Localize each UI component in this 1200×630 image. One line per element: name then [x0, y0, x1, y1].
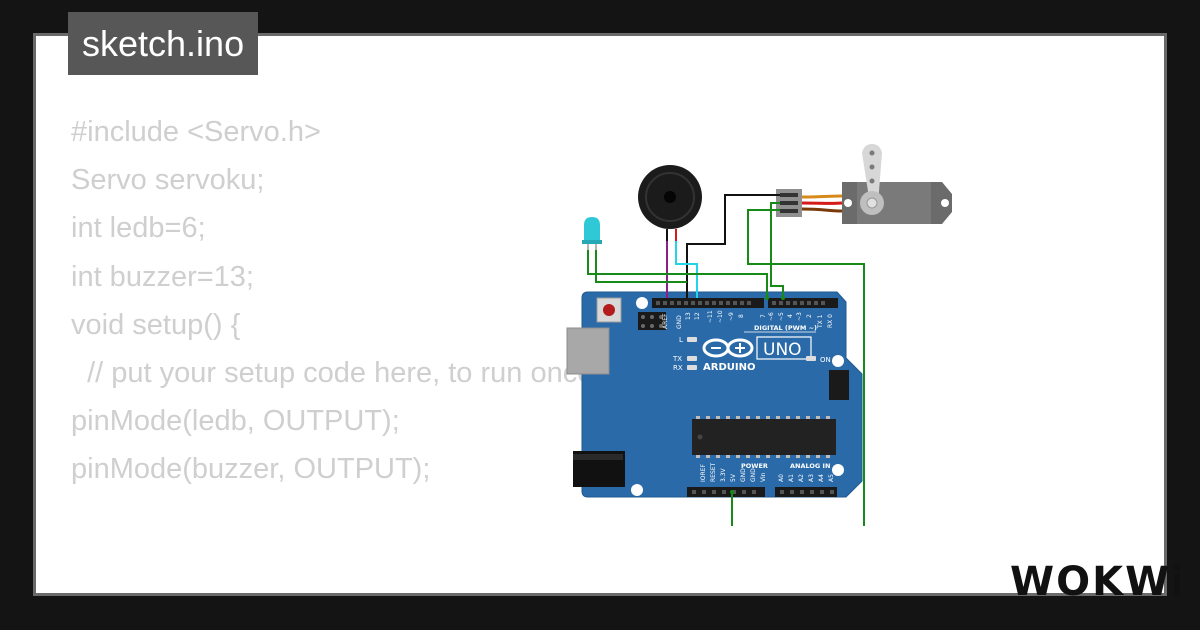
pin-label: 2: [806, 314, 813, 318]
mount-hole: [636, 297, 648, 309]
code-line: Servo servoku;: [71, 164, 265, 197]
led-tx: [687, 356, 697, 361]
pin-label: RESET: [710, 462, 717, 482]
led-l-label: L: [679, 336, 683, 344]
code-line: int ledb=6;: [71, 212, 206, 245]
pin-label: GND: [676, 315, 683, 329]
rx-label: RX: [673, 364, 683, 372]
led-l: [687, 337, 697, 342]
wire-black: [686, 194, 780, 298]
pin-label: ~5: [778, 312, 785, 321]
pin-label: A3: [808, 474, 815, 482]
code-line: // put your setup code here, to run once…: [71, 357, 602, 390]
icsp-header-right: [829, 370, 849, 400]
icsp-header-top: [638, 312, 666, 330]
pin-label: IOREF: [700, 464, 707, 482]
pin-label: ~9: [728, 312, 735, 321]
pin-label: 5V: [730, 473, 737, 482]
pin-label: A1: [788, 474, 795, 482]
pin-label: A0: [778, 474, 785, 482]
file-tab[interactable]: sketch.ino: [68, 12, 259, 75]
preview-card: #include <Servo.h> Servo servoku; int ledb…: [33, 33, 1167, 596]
pin-label: A5: [828, 474, 835, 482]
pin-label: 8: [738, 314, 745, 318]
arduino-logo-icon: [702, 338, 754, 358]
pin-label: A2: [798, 474, 805, 482]
pin-label: A4: [818, 474, 825, 482]
code-line: #include <Servo.h>: [71, 116, 321, 148]
code-line: pinMode(buzzer, OUTPUT);: [71, 453, 431, 486]
circuit-diagram: AREF GND 13 12 ~11 ~10 ~9 8 7 ~6 ~5 4 ~3…: [566, 144, 952, 526]
pin-label: 7: [760, 314, 767, 318]
digital-header-label: DIGITAL (PWM ~): [754, 324, 817, 332]
code-line: pinMode(ledb, OUTPUT);: [71, 405, 400, 438]
pin-label: ~10: [717, 310, 724, 323]
wokwi-logo-text: WOKWi: [1010, 559, 1180, 605]
servo-motor[interactable]: [842, 144, 952, 224]
tx-label: TX: [672, 355, 682, 363]
pin-label: ~3: [796, 312, 803, 321]
pin-label: 4: [787, 314, 794, 318]
wire-green-led2: [595, 250, 687, 283]
led-cyan[interactable]: [582, 217, 602, 244]
wires: [587, 194, 865, 526]
pin-label: AREF: [662, 313, 669, 329]
uno-badge: [756, 336, 812, 360]
pin-label: 13: [685, 312, 692, 320]
code-editor: #include <Servo.h> Servo servoku; int ledb…: [71, 108, 601, 494]
usb-connector: [566, 327, 610, 375]
on-label: ON: [820, 356, 831, 364]
wokwi-logo: WOKWi: [1010, 559, 1180, 605]
pin-label: GND: [740, 468, 747, 482]
pin-label: TX 1: [817, 314, 824, 329]
wire-green-servo-vcc: [731, 209, 865, 526]
pin-label: ~11: [707, 310, 714, 323]
mount-hole: [832, 355, 844, 367]
pin-label: RX 0: [827, 314, 834, 328]
pin-label: 3.3V: [720, 467, 727, 482]
pin-label: GND: [750, 468, 757, 482]
digital-pins: [656, 301, 825, 305]
led-rx: [687, 365, 697, 370]
atmega-chip: [692, 419, 836, 455]
wire-cyan: [675, 241, 698, 298]
mount-hole: [832, 464, 844, 476]
wire-green-servo-signal: [770, 202, 784, 298]
servo-cable: [801, 194, 843, 199]
pin-label: Vin: [760, 472, 767, 482]
uno-label: UNO: [763, 340, 802, 360]
analog-label: ANALOG IN: [790, 462, 830, 470]
code-line: int buzzer=13;: [71, 260, 254, 293]
wire-green-led: [587, 250, 768, 298]
arduino-brand: ARDUINO: [703, 362, 755, 373]
pin-label: ~6: [768, 312, 775, 321]
pin-label: 12: [694, 312, 701, 320]
analog-header: [775, 487, 837, 497]
mount-hole: [631, 484, 643, 496]
buzzer[interactable]: [638, 165, 702, 229]
code-line: void setup() {: [71, 308, 241, 341]
led-on: [806, 356, 816, 361]
power-label: POWER: [741, 462, 768, 470]
